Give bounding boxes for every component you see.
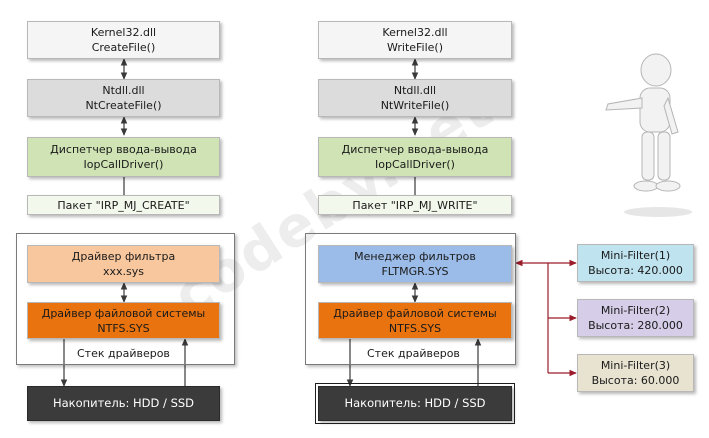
left-kernel32-dll: Kernel32.dll	[90, 26, 157, 39]
minifilter-3-name: Mini-Filter(3)	[600, 359, 671, 372]
left-irp-packet: Пакет "IRP_MJ_CREATE"	[27, 195, 220, 215]
minifilter-1-name: Mini-Filter(1)	[600, 249, 671, 262]
right-storage-label: Накопитель: HDD / SSD	[344, 396, 486, 410]
right-ntdll-func: NtWriteFile()	[380, 99, 450, 112]
right-io-manager-box: Диспетчер ввода-вывода IopCallDriver()	[318, 137, 512, 177]
minifilter-1-box: Mini-Filter(1) Высота: 420.000	[577, 244, 694, 282]
left-fs-driver-box: Драйвер файловой системы NTFS.SYS	[27, 302, 220, 339]
minifilter-2-box: Mini-Filter(2) Высота: 280.000	[577, 299, 694, 337]
left-kernel32-box: Kernel32.dll CreateFile()	[27, 21, 220, 59]
minifilter-2-altitude: Высота: 280.000	[588, 319, 683, 332]
left-stack-caption: Стек драйверов	[77, 347, 170, 360]
right-stack-caption: Стек драйверов	[367, 347, 460, 360]
right-storage-box: Накопитель: HDD / SSD	[315, 383, 515, 424]
right-filter-manager-file: FLTMGR.SYS	[381, 265, 449, 278]
right-fs-driver-title: Драйвер файловой системы	[333, 306, 497, 320]
left-ntdll-func: NtCreateFile()	[85, 99, 162, 112]
right-kernel32-dll: Kernel32.dll	[382, 26, 448, 39]
right-kernel32-box: Kernel32.dll WriteFile()	[318, 21, 512, 59]
robot-figure	[605, 53, 692, 217]
minifilter-3-altitude: Высота: 60.000	[591, 374, 680, 387]
left-filter-driver-title: Драйвер фильтра	[71, 250, 176, 263]
left-fs-driver-file: NTFS.SYS	[97, 321, 150, 335]
right-kernel32-func: WriteFile()	[386, 41, 444, 54]
right-driver-stack-frame	[305, 233, 516, 365]
minifilter-3-box: Mini-Filter(3) Высота: 60.000	[577, 354, 694, 392]
right-filter-manager-title: Менеджер фильтров	[354, 250, 476, 263]
minifilter-2-name: Mini-Filter(2)	[600, 304, 671, 317]
left-driver-stack-frame	[16, 233, 235, 365]
right-io-manager-func: IopCallDriver()	[375, 158, 455, 171]
left-filter-driver-box: Драйвер фильтра xxx.sys	[27, 245, 220, 283]
left-io-manager-box: Диспетчер ввода-вывода IopCallDriver()	[27, 137, 220, 177]
right-ntdll-box: Ntdll.dll NtWriteFile()	[318, 79, 512, 117]
right-irp-packet: Пакет "IRP_MJ_WRITE"	[318, 195, 512, 215]
left-io-manager-func: IopCallDriver()	[83, 158, 164, 171]
right-fs-driver-box: Драйвер файловой системы NTFS.SYS	[318, 302, 512, 339]
right-fs-driver-file: NTFS.SYS	[388, 321, 442, 335]
left-irp-label: Пакет "IRP_MJ_CREATE"	[57, 198, 190, 212]
left-kernel32-func: CreateFile()	[91, 41, 156, 54]
right-irp-label: Пакет "IRP_MJ_WRITE"	[352, 198, 478, 212]
left-fs-driver-title: Драйвер файловой системы	[41, 306, 206, 320]
right-ntdll-dll: Ntdll.dll	[393, 84, 437, 97]
left-ntdll-box: Ntdll.dll NtCreateFile()	[27, 79, 220, 117]
left-ntdll-dll: Ntdll.dll	[102, 84, 145, 97]
right-io-manager-title: Диспетчер ввода-вывода	[341, 143, 489, 156]
left-storage-label: Накопитель: HDD / SSD	[52, 396, 195, 410]
left-filter-driver-file: xxx.sys	[103, 265, 144, 278]
minifilter-1-altitude: Высота: 420.000	[588, 264, 683, 277]
right-filter-manager-box: Менеджер фильтров FLTMGR.SYS	[318, 245, 512, 283]
left-io-manager-title: Диспетчер ввода-вывода	[50, 143, 197, 156]
left-storage-box: Накопитель: HDD / SSD	[27, 386, 220, 421]
